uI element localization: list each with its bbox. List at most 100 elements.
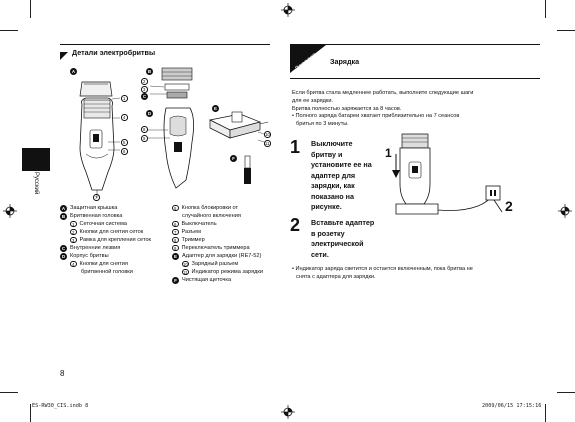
registration-mark-icon <box>3 204 17 218</box>
parts-title: Детали электробритвы <box>72 48 156 57</box>
page-number: 8 <box>60 369 65 378</box>
registration-mark-icon <box>558 204 572 218</box>
charging-adapter-drawing <box>208 111 269 139</box>
legend-number-badge: 10 <box>182 260 189 268</box>
charging-intro: Если бритва стала медленнее работать, вы… <box>292 90 542 129</box>
charging-title: Зарядка <box>330 57 360 66</box>
crop-mark <box>557 30 575 31</box>
callout-d: D <box>146 110 153 117</box>
step-line: сети. <box>311 249 329 259</box>
legend-text: Кнопки для снятия <box>79 261 128 267</box>
legend-text: Кнопка блокировки от <box>181 205 239 211</box>
legend-text: Защитная крышка <box>70 205 118 211</box>
legend-number-badge: 2 <box>70 228 77 236</box>
callout-2: 2 <box>141 78 148 85</box>
callout-f: F <box>230 155 237 162</box>
note-line: • Индикатор заряда светится и остается в… <box>292 266 473 272</box>
charging-note: • Индикатор заряда светится и остается в… <box>292 266 542 282</box>
step-line: адаптер для <box>311 170 356 180</box>
shaver-on-adapter-drawing <box>399 133 431 205</box>
step-line: рисунке. <box>311 202 342 211</box>
legend-letter-badge: D <box>60 252 67 260</box>
intro-line: • Полного заряда батареи хватает приблиз… <box>292 113 460 120</box>
callout-4: 4 <box>121 114 128 121</box>
callout-10: 10 <box>264 131 271 138</box>
legend-number-badge: 5 <box>172 204 179 212</box>
legend-number-badge: 3 <box>70 236 77 244</box>
shaver-body-side-drawing <box>163 107 194 189</box>
callout-3: 3 <box>141 86 148 93</box>
crop-mark <box>545 0 546 18</box>
legend-text: Сеточная система <box>79 221 127 227</box>
step-line: электрической <box>311 239 364 248</box>
legend-letter-badge: E <box>172 252 179 260</box>
legend-text: Переключатель триммера <box>181 245 250 251</box>
language-tab <box>22 148 50 171</box>
registration-mark-icon <box>281 405 295 419</box>
legend-text: Адаптер для зарядки (RE7-52) <box>182 253 262 259</box>
legend-number-badge: 8 <box>172 236 179 244</box>
intro-line: Бритва полностью заряжается за 8 часов. <box>292 105 402 112</box>
footer-timestamp: 2009/06/15 17:15:16 <box>482 403 542 409</box>
crop-mark <box>30 0 31 18</box>
step-1-text: Выключите бритву и установите ее на адап… <box>311 139 372 213</box>
step-line: зарядки, как <box>311 181 355 190</box>
note-line: снята с адаптера для зарядки. <box>296 273 376 280</box>
callout-6: 6 <box>121 148 128 155</box>
legend-text: Разъем <box>181 229 202 235</box>
legend-number-badge: 6 <box>172 220 179 228</box>
shaver-parts-figure <box>79 67 269 198</box>
step-1-number: 1 <box>290 137 301 157</box>
callout-c: C <box>141 93 148 100</box>
legend-text: Зарядный разъем <box>191 261 239 267</box>
charging-figure <box>392 133 503 215</box>
callout-b: B <box>146 68 153 75</box>
crop-mark <box>545 404 546 422</box>
legend-text: Рамка для крепления сеток <box>79 237 152 243</box>
callout-9: 9 <box>141 135 148 142</box>
callout-a: A <box>70 68 77 75</box>
section-rule <box>290 44 540 45</box>
callout-7: 7 <box>93 194 100 201</box>
legend-text: бритвенной головки <box>81 269 133 275</box>
step-2-number: 2 <box>290 215 301 235</box>
registration-mark-icon <box>281 3 295 17</box>
step-line: показано на <box>311 191 354 201</box>
crop-mark <box>557 392 575 393</box>
shaver-body-drawing <box>79 97 115 198</box>
callout-5: 5 <box>121 139 128 146</box>
section-rule <box>60 44 270 45</box>
language-label: Русский <box>33 172 39 195</box>
protective-cap-drawing <box>79 81 113 97</box>
intro-line: бритья по 3 минуты. <box>296 121 349 128</box>
wall-socket-drawing <box>485 185 503 213</box>
footer-file-info: ES-RW30_CIS.indb 8 <box>32 403 89 409</box>
legend-letter-badge: B <box>60 212 67 220</box>
section-flag-icon <box>290 45 326 73</box>
callout-11: 11 <box>264 140 271 147</box>
legend-number-badge: 11 <box>182 268 189 276</box>
crop-mark <box>0 30 18 31</box>
legend-text: Внутренние лезвия <box>70 245 121 251</box>
step-2-text: Вставьте адаптер в розетку электрической… <box>311 218 374 260</box>
callout-8: 8 <box>141 126 148 133</box>
arrow-down-icon <box>392 154 400 178</box>
step-line: бритву и <box>311 149 343 159</box>
legend-text: Чистящая щеточка <box>182 277 232 283</box>
shaving-head-drawing <box>161 67 193 99</box>
callout-e: E <box>212 105 219 112</box>
legend-text: Выключатель <box>181 221 217 227</box>
figure-step-1-label: 1 <box>385 146 392 160</box>
legend-text: Триммер <box>181 237 205 243</box>
